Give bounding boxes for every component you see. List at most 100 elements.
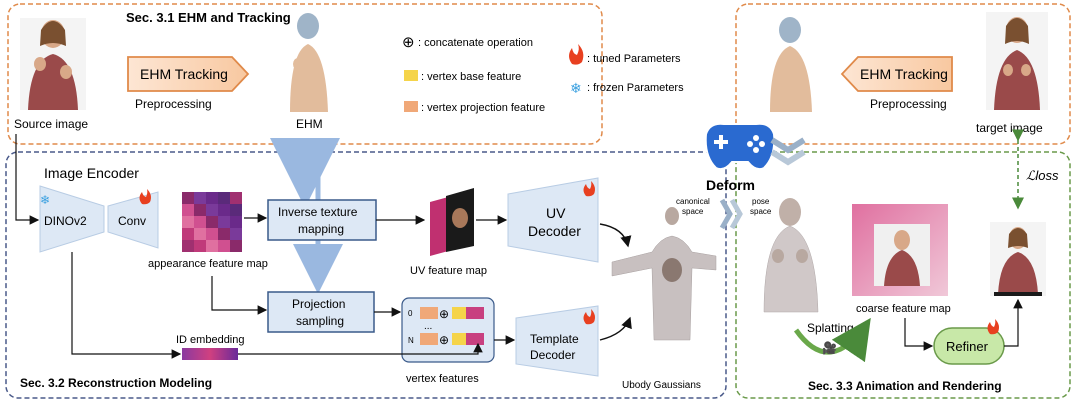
rowN-base xyxy=(452,333,466,345)
feature-cell xyxy=(194,192,206,204)
canonical-label-1: canonical xyxy=(676,197,710,206)
camera-icon: 🎥 xyxy=(822,341,837,355)
source-image xyxy=(20,18,86,110)
vertex-dots: ... xyxy=(424,321,432,332)
section-reconstruction-frame xyxy=(5,151,727,399)
feature-cell xyxy=(194,228,206,240)
id-embedding-label: ID embedding xyxy=(176,334,245,346)
preprocessing-left-label: Preprocessing xyxy=(135,97,212,111)
legend-concat: : concatenate operation xyxy=(418,37,533,49)
projection-label-1: Projection xyxy=(292,297,345,311)
source-to-dinov2-arrow xyxy=(15,134,40,225)
gamepad-icon xyxy=(704,122,776,171)
inverse-texture-label-1: Inverse texture xyxy=(278,205,358,219)
legend-vertex-proj: : vertex projection feature xyxy=(421,102,545,114)
conv-flame-icon xyxy=(139,189,151,205)
feature-cell xyxy=(230,192,242,204)
id-to-vertex-arrow xyxy=(238,342,483,355)
feature-cell xyxy=(230,240,242,252)
feature-cell xyxy=(218,240,230,252)
pose-label-1: pose xyxy=(752,197,770,206)
ehm-tracking-left-arrow xyxy=(127,56,250,92)
refiner-label: Refiner xyxy=(946,339,989,354)
section-target-frame xyxy=(735,3,1071,145)
feature-cell xyxy=(230,204,242,216)
feature-cell xyxy=(194,204,206,216)
feature-cell xyxy=(230,228,242,240)
uv-feature-map-label: UV feature map xyxy=(410,265,487,277)
row0-proj xyxy=(420,307,438,319)
pose-label-2: space xyxy=(750,207,772,216)
rowN-id xyxy=(466,333,484,345)
section-reconstruction-title: Sec. 3.2 Reconstruction Modeling xyxy=(20,376,212,390)
legend-snowflake-icon: ❄ xyxy=(570,80,582,96)
appearance-feature-map xyxy=(182,192,242,252)
feature-cell xyxy=(182,204,194,216)
ehm-tracking-right-arrow xyxy=(840,56,953,92)
template-to-gaussians-arrow xyxy=(599,316,632,341)
projection-label-2: sampling xyxy=(296,314,344,328)
coarse-person-head xyxy=(894,230,910,250)
ubody-gaussians-label: Ubody Gaussians xyxy=(622,380,701,391)
featuremap-to-projection-arrow xyxy=(211,276,268,315)
loss-label: ℒloss xyxy=(1026,168,1059,183)
legend-frozen: : frozen Parameters xyxy=(587,82,684,94)
dinov2-block xyxy=(39,185,105,253)
legend-vertex-proj-swatch xyxy=(404,101,418,112)
feature-cell xyxy=(230,216,242,228)
dinov2-to-id-arrow xyxy=(71,252,182,359)
splatting-label: Splatting xyxy=(807,321,854,335)
feature-cell xyxy=(182,216,194,228)
template-decoder-block xyxy=(515,305,599,377)
source-image-label: Source image xyxy=(14,117,88,131)
rowN-proj xyxy=(420,333,438,345)
ubody-gaussians xyxy=(611,207,717,341)
feature-cell xyxy=(206,240,218,252)
conv-label: Conv xyxy=(118,214,146,228)
feature-cell xyxy=(206,216,218,228)
posed-ehm-mesh xyxy=(770,17,812,112)
feature-cell xyxy=(206,192,218,204)
uv-decoder-block xyxy=(507,177,599,263)
feature-cell xyxy=(194,240,206,252)
coarse-to-refiner-arrow xyxy=(904,318,934,351)
feature-cell xyxy=(206,204,218,216)
section-ehm-title: Sec. 3.1 EHM and Tracking xyxy=(126,10,291,25)
row0-id xyxy=(466,307,484,319)
deform-label: Deform xyxy=(706,177,755,193)
rowN-concat: ⊕ xyxy=(439,333,449,347)
coarse-feature-map-label: coarse feature map xyxy=(856,303,951,315)
ehm-tracking-left-label: EHM Tracking xyxy=(140,66,228,82)
uv-decoder-label-1: UV xyxy=(546,205,566,221)
ehm-label: EHM xyxy=(296,117,323,131)
chevron-right-icon xyxy=(719,198,743,230)
feature-cell xyxy=(218,204,230,216)
template-decoder-label-2: Decoder xyxy=(530,348,575,362)
appearance-feature-map-label: appearance feature map xyxy=(148,258,268,270)
feature-cell xyxy=(182,240,194,252)
feature-cell xyxy=(206,228,218,240)
canonical-label-2: space xyxy=(682,207,704,216)
legend-tuned: : tuned Parameters xyxy=(587,53,681,65)
splatting-arc-arrow xyxy=(793,317,871,363)
refiner-flame-icon xyxy=(987,319,999,335)
target-image-label: target image xyxy=(976,121,1043,135)
coarse-person-body xyxy=(884,250,920,286)
refiner-to-output-arrow xyxy=(1004,298,1023,347)
feature-cell xyxy=(182,228,194,240)
ehm-tracking-right-label: EHM Tracking xyxy=(860,66,948,82)
uv-feature-map xyxy=(430,188,474,256)
feature-cell xyxy=(218,228,230,240)
row-n-label: N xyxy=(408,336,414,345)
chevron-down-icon xyxy=(770,137,806,166)
inverse-texture-label-2: mapping xyxy=(298,222,344,236)
ehm-mesh xyxy=(290,13,328,112)
legend-vertex-base-swatch xyxy=(404,70,418,81)
feature-cell xyxy=(218,192,230,204)
id-embedding-bar xyxy=(182,348,238,360)
row0-base xyxy=(452,307,466,319)
uv-decoder-flame-icon xyxy=(583,181,595,197)
template-decoder-flame-icon xyxy=(583,309,595,325)
target-image xyxy=(986,12,1048,110)
dinov2-label: DINOv2 xyxy=(44,214,87,228)
